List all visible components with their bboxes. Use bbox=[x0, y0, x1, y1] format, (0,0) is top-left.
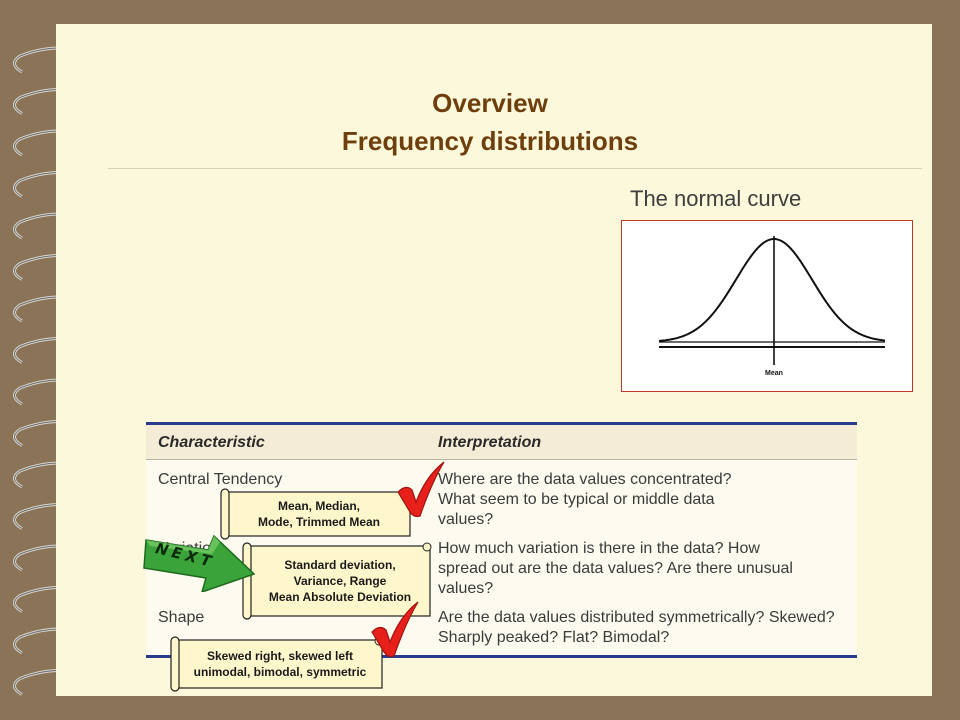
next-arrow-icon[interactable]: NEXT bbox=[142, 520, 260, 592]
mean-label: Mean bbox=[765, 370, 783, 377]
scroll-line: Variance, Range bbox=[293, 574, 387, 588]
scroll-line: unimodal, bimodal, symmetric bbox=[193, 665, 367, 679]
normal-curve-caption: The normal curve bbox=[630, 186, 802, 211]
table-bottom-rule bbox=[146, 655, 857, 658]
central-tendency-scroll: Mean, Median, Mode, Trimmed Mean bbox=[218, 488, 414, 540]
interpretation-line: How much variation is there in the data?… bbox=[438, 540, 760, 557]
row-characteristic: Central Tendency bbox=[158, 471, 283, 488]
row-characteristic: Shape bbox=[158, 609, 205, 626]
header-interpretation: Interpretation bbox=[438, 434, 542, 451]
checkmark-icon bbox=[397, 461, 445, 518]
interpretation-line: values? bbox=[438, 511, 494, 528]
scroll-line: Mode, Trimmed Mean bbox=[257, 515, 381, 529]
normal-curve-figure: Mean bbox=[621, 220, 913, 392]
interpretation-line: What seem to be typical or middle data bbox=[438, 491, 715, 508]
slide-title: Overview bbox=[432, 88, 548, 118]
characteristics-table: Characteristic Interpretation Central Te… bbox=[146, 422, 857, 658]
row-interpretation: Are the data values distributed symmetri… bbox=[438, 608, 835, 648]
row-interpretation: How much variation is there in the data?… bbox=[438, 539, 793, 599]
interpretation-line: Are the data values distributed symmetri… bbox=[438, 609, 835, 626]
normal-curve-graphic bbox=[658, 236, 886, 365]
scroll-line: Skewed right, skewed left bbox=[206, 649, 354, 663]
table-top-rule bbox=[146, 422, 857, 425]
interpretation-line: values? bbox=[438, 580, 494, 597]
scroll-line: Standard deviation, bbox=[284, 558, 396, 572]
row-interpretation: Where are the data values concentrated? … bbox=[438, 470, 732, 530]
shape-scroll: Skewed right, skewed left unimodal, bimod… bbox=[168, 636, 386, 692]
header-characteristic: Characteristic bbox=[158, 434, 265, 451]
interpretation-line: Sharply peaked? Flat? Bimodal? bbox=[438, 629, 670, 646]
interpretation-line: spread out are the data values? Are ther… bbox=[438, 560, 793, 577]
scroll-line: Mean, Median, bbox=[277, 499, 360, 513]
scroll-line: Mean Absolute Deviation bbox=[268, 590, 412, 604]
checkmark-icon bbox=[371, 601, 419, 658]
title-divider bbox=[108, 168, 922, 169]
slide-subtitle: Frequency distributions bbox=[341, 126, 639, 156]
bell-curve bbox=[658, 238, 886, 342]
table-header: Characteristic Interpretation bbox=[146, 425, 857, 460]
interpretation-line: Where are the data values concentrated? bbox=[438, 471, 732, 488]
